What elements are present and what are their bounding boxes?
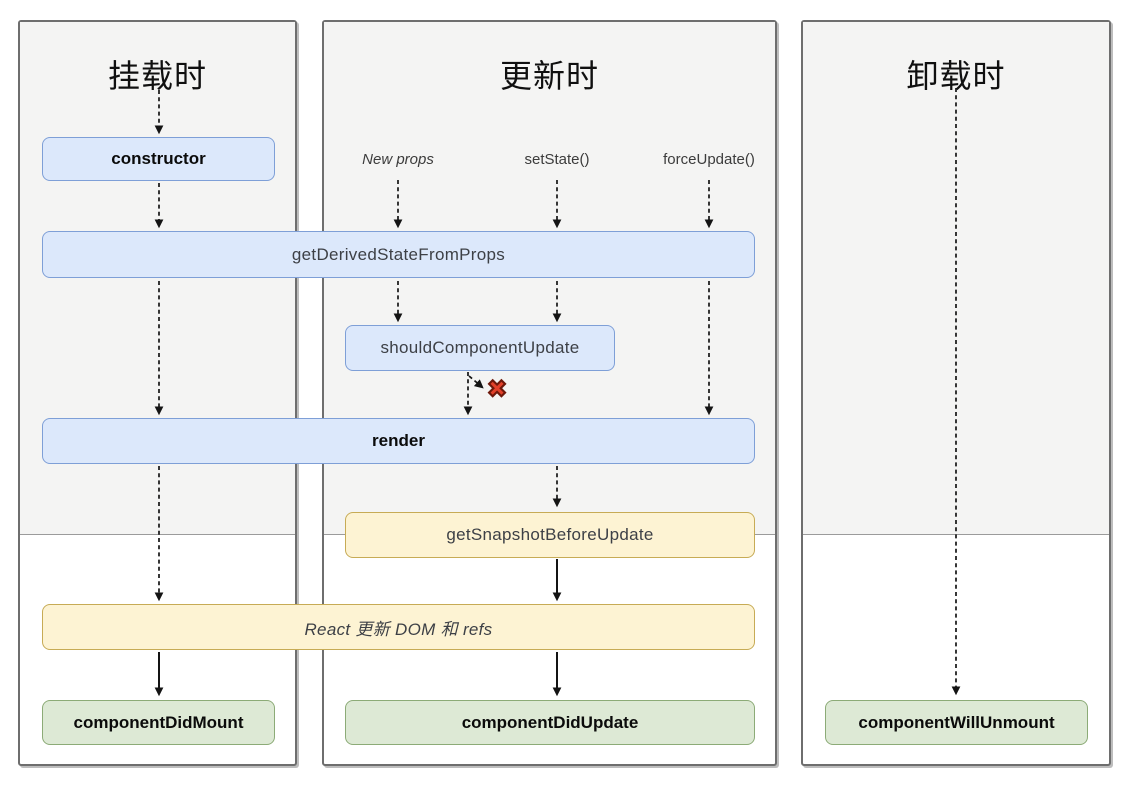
node-shouldComponentUpdate[interactable]: shouldComponentUpdate [345, 325, 615, 371]
node-render[interactable]: render [42, 418, 755, 464]
column-unmount: 卸载时 [801, 20, 1111, 766]
node-componentDidMount[interactable]: componentDidMount [42, 700, 275, 745]
node-constructor[interactable]: constructor [42, 137, 275, 181]
node-componentWillUnmount[interactable]: componentWillUnmount [825, 700, 1088, 745]
trigger-new-props: New props [362, 151, 434, 168]
node-react-updates-dom: React 更新 DOM 和 refs [42, 604, 755, 650]
node-getSnapshotBeforeUpdate[interactable]: getSnapshotBeforeUpdate [345, 512, 755, 558]
render-phase-region-unmount [803, 22, 1109, 535]
node-componentDidUpdate[interactable]: componentDidUpdate [345, 700, 755, 745]
trigger-force-update: forceUpdate() [663, 151, 755, 168]
node-getDerivedStateFromProps[interactable]: getDerivedStateFromProps [42, 231, 755, 278]
column-title-mount: 挂载时 [107, 58, 207, 94]
trigger-set-state: setState() [524, 151, 590, 168]
column-title-update: 更新时 [499, 58, 599, 94]
column-mount: 挂载时 [18, 20, 297, 766]
column-update: 更新时 [322, 20, 777, 766]
column-title-unmount: 卸载时 [906, 58, 1006, 94]
